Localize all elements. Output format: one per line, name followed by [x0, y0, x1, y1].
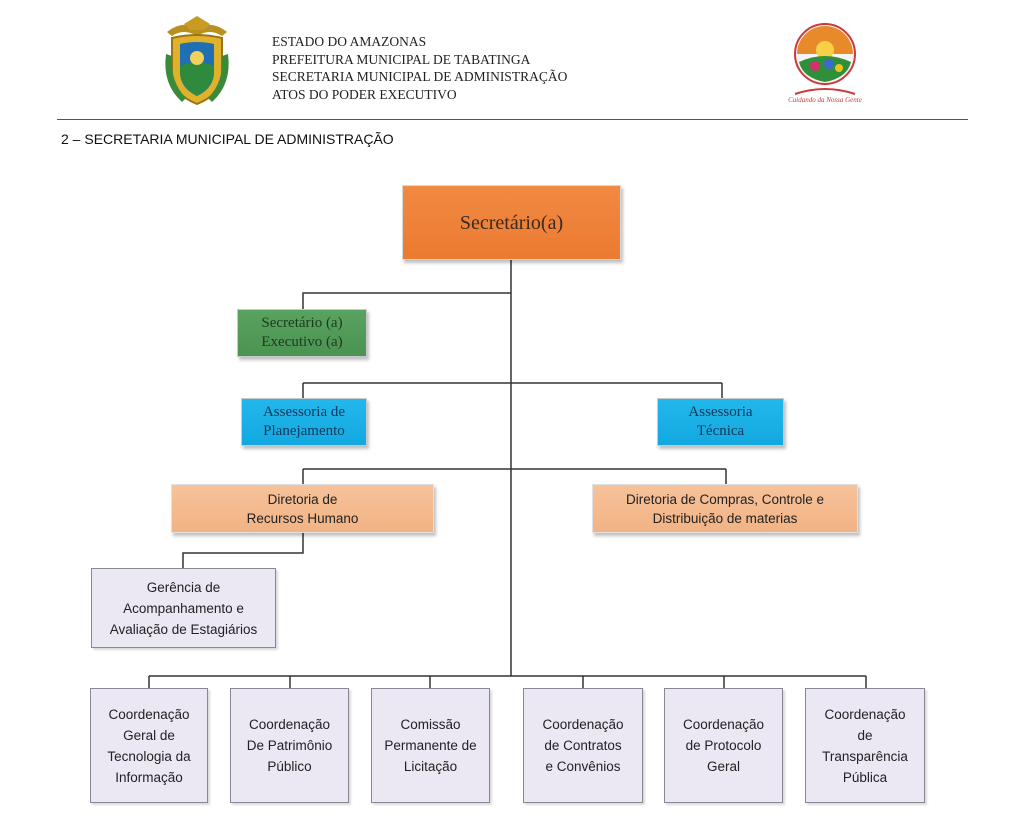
tabatinga-prefecture-logo-icon: Cuidando da Nossa Gente	[788, 23, 862, 104]
node-coord-6-line-3: Transparência	[822, 748, 908, 764]
node-gerencia-line-1: Gerência de	[146, 579, 221, 595]
node-gerencia-line-3: Avaliação de Estagiários	[109, 621, 258, 637]
node-coord-4-line-3: e Convênios	[545, 759, 621, 774]
node-assessoria-planejamento: Assessoria de Planejamento	[241, 398, 367, 446]
node-secretario: Secretário(a)	[402, 185, 621, 260]
node-coord-1-line-2: Geral de	[123, 727, 175, 743]
connector-gerencia	[182, 533, 304, 568]
node-tecnica-line-2: Técnica	[696, 423, 745, 439]
node-coord-contratos: Coordenação de Contratos e Convênios	[523, 688, 643, 803]
node-coord-1-line-3: Tecnologia da	[107, 748, 191, 764]
node-diretoria-compras-line-2: Distribuição de materias	[652, 510, 798, 526]
node-coord-3-line-3: Licitação	[403, 759, 458, 774]
node-gerencia-estagiarios: Gerência de Acompanhamento e Avaliação d…	[91, 568, 276, 648]
node-coord-protocolo: Coordenação de Protocolo Geral	[664, 688, 783, 803]
node-planejamento-line-1: Assessoria de	[262, 404, 346, 420]
connector-executivo	[302, 292, 511, 309]
node-diretoria-rh: Diretoria de Recursos Humano	[171, 484, 434, 533]
document-header: ESTADO DO AMAZONAS PREFEITURA MUNICIPAL …	[0, 0, 1024, 122]
node-coord-3-line-1: Comissão	[400, 717, 461, 732]
node-diretoria-rh-line-2: Recursos Humano	[246, 510, 359, 526]
node-coord-5-line-2: de Protocolo	[685, 738, 762, 753]
node-diretoria-compras-line-1: Diretoria de Compras, Controle e	[625, 491, 825, 507]
logo-motto-text: Cuidando da Nossa Gente	[788, 96, 862, 104]
node-coord-transparencia: Coordenação de Transparência Pública	[805, 688, 925, 803]
amazonas-coat-of-arms-icon	[165, 16, 229, 106]
header-line-acts: ATOS DO PODER EXECUTIVO	[272, 86, 457, 102]
node-coord-5-line-3: Geral	[706, 759, 740, 774]
header-divider	[57, 119, 968, 120]
node-tecnica-line-1: Assessoria	[688, 404, 753, 420]
section-title: 2 – SECRETARIA MUNICIPAL DE ADMINISTRAÇÃ…	[61, 131, 394, 147]
node-coord-5-line-1: Coordenação	[682, 717, 765, 732]
node-coord-2-line-2: De Patrimônio	[246, 738, 333, 753]
node-coord-4-line-1: Coordenação	[542, 717, 624, 732]
node-secretario-label: Secretário(a)	[459, 211, 564, 234]
node-diretoria-compras: Diretoria de Compras, Controle e Distrib…	[592, 484, 858, 533]
header-line-state: ESTADO DO AMAZONAS	[272, 34, 427, 49]
node-coord-3-line-2: Permanente de	[384, 738, 477, 753]
node-coord-6-line-2: de	[857, 727, 873, 743]
node-coord-1-line-1: Coordenação	[108, 706, 190, 722]
header-line-secretariat: SECRETARIA MUNICIPAL DE ADMINISTRAÇÃO	[272, 69, 568, 84]
header-line-prefecture: PREFEITURA MUNICIPAL DE TABATINGA	[272, 51, 531, 67]
node-coord-2-line-3: Público	[267, 759, 312, 774]
node-coord-6-line-4: Pública	[842, 769, 888, 785]
node-gerencia-line-2: Acompanhamento e	[123, 600, 244, 616]
node-executivo-line-1: Secretário (a)	[261, 315, 343, 331]
node-comissao-licitacao: Comissão Permanente de Licitação	[371, 688, 490, 803]
node-coord-2-line-1: Coordenação	[248, 717, 331, 732]
node-assessoria-tecnica: Assessoria Técnica	[657, 398, 784, 446]
node-coord-1-line-4: Informação	[115, 769, 183, 785]
node-planejamento-line-2: Planejamento	[263, 423, 345, 439]
node-coord-6-line-1: Coordenação	[824, 706, 906, 722]
node-coord-tecnologia: Coordenação Geral de Tecnologia da Infor…	[90, 688, 208, 803]
node-coord-4-line-2: de Contratos	[544, 738, 622, 753]
node-executivo-line-2: Executivo (a)	[261, 334, 343, 350]
node-diretoria-rh-line-1: Diretoria de	[267, 491, 338, 507]
node-coord-patrimonio: Coordenação De Patrimônio Público	[230, 688, 349, 803]
node-secretario-executivo: Secretário (a) Executivo (a)	[237, 309, 367, 357]
